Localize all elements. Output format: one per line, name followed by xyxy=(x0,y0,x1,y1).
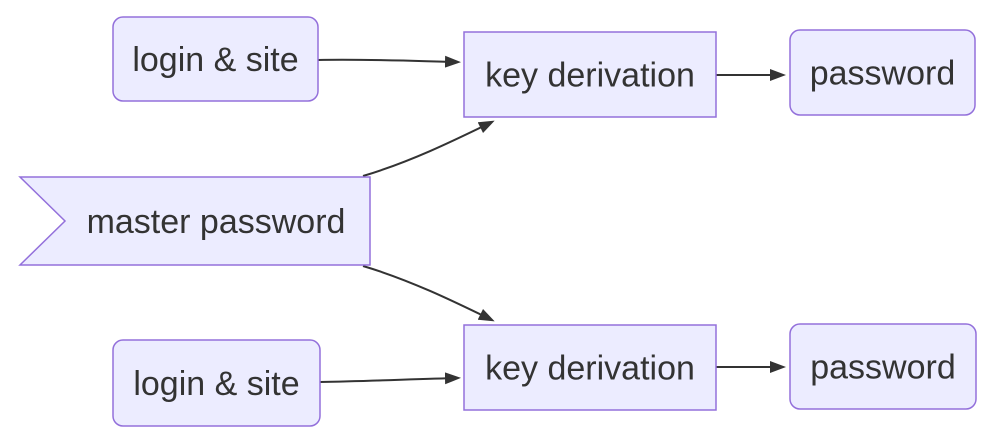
node-password-top-label: password xyxy=(810,55,956,93)
node-login-site-top-label: login & site xyxy=(132,41,298,79)
node-key-derivation-bottom: key derivation xyxy=(463,324,717,411)
node-master-password-shape xyxy=(18,176,371,266)
node-layer: login & site key derivation password mas… xyxy=(18,16,977,427)
edge-master-password-to-key-derivation-top xyxy=(362,120,495,177)
node-login-site-bottom: login & site xyxy=(112,339,321,427)
node-password-bottom: password xyxy=(789,323,977,410)
node-key-derivation-bottom-shape xyxy=(463,324,717,411)
node-key-derivation-top: key derivation xyxy=(463,31,717,118)
node-login-site-bottom-shape xyxy=(112,339,321,427)
edge-login-site-top-to-key-derivation-top xyxy=(317,55,461,68)
node-password-top: password xyxy=(789,29,976,116)
node-master-password-label: master password xyxy=(87,203,346,241)
node-login-site-top: login & site xyxy=(112,16,319,102)
edge-master-password-to-key-derivation-bottom xyxy=(362,265,495,322)
node-key-derivation-bottom-label: key derivation xyxy=(485,350,695,388)
edge-layer xyxy=(317,55,786,385)
node-password-top-shape xyxy=(789,29,976,116)
node-password-bottom-shape xyxy=(789,323,977,410)
node-password-bottom-label: password xyxy=(810,349,956,387)
node-login-site-top-shape xyxy=(112,16,319,102)
node-master-password: master password xyxy=(18,176,371,266)
edge-login-site-bottom-to-key-derivation-bottom xyxy=(319,372,461,385)
node-key-derivation-top-shape xyxy=(463,31,717,118)
node-login-site-bottom-label: login & site xyxy=(133,365,299,403)
node-key-derivation-top-label: key derivation xyxy=(485,57,695,95)
